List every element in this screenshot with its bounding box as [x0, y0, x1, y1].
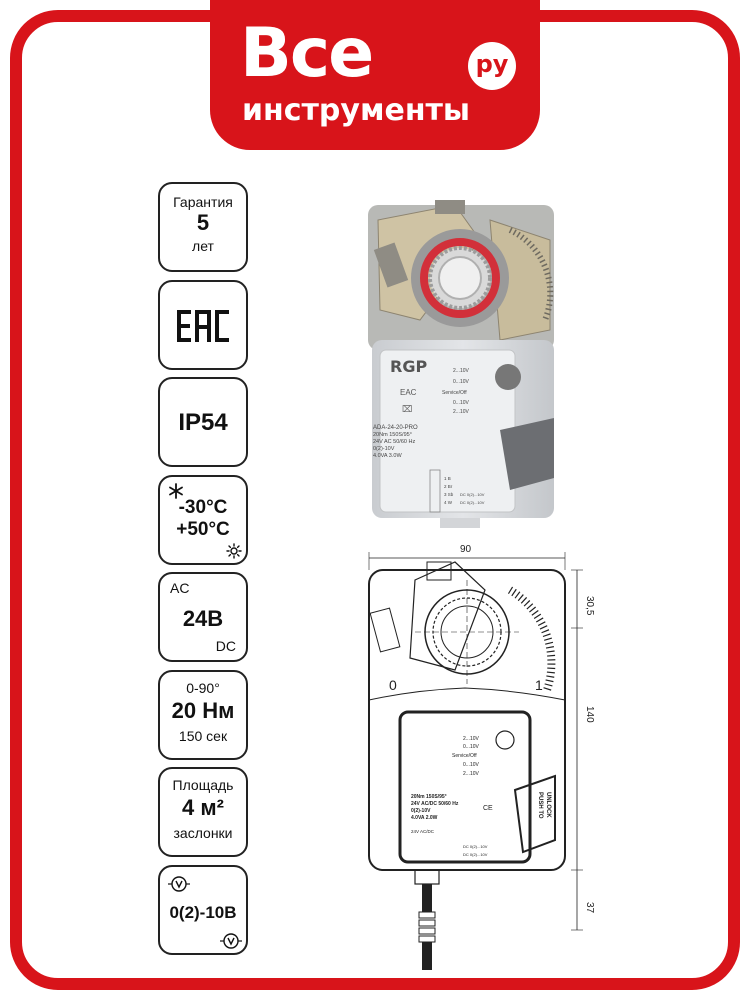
logo-line1: Все — [240, 14, 374, 93]
switch-label-5: 2...10V — [453, 409, 470, 415]
drw-switch-5: 2...10V — [463, 771, 480, 777]
drw-unlock-lever — [513, 774, 556, 854]
drw-supply: 24V AC/DC — [411, 829, 435, 834]
product-spec1: 20Nm 150S/95° — [373, 432, 412, 438]
dim-width: 90 — [460, 544, 472, 555]
drw-spec2: 24V AC/DC 50/60 Hz — [411, 801, 459, 807]
product-brand: RGP — [390, 357, 427, 376]
voltage-dc: DC — [215, 638, 236, 654]
drw-switch-4: 0...10V — [463, 762, 480, 768]
product-spec3: 0(2)-10V — [373, 446, 395, 452]
warranty-badge: Гарантия 5 лет — [158, 182, 248, 272]
torque-value: 20 Нм — [171, 698, 235, 723]
warranty-unit: лет — [192, 238, 214, 254]
control-signal-badge: 0(2)-10В — [158, 865, 248, 955]
drw-switch-3: Service/Off — [452, 753, 477, 759]
waste-bin-icon: ⌧ — [402, 404, 412, 414]
temp-min: -30°C — [178, 497, 228, 518]
drw-spec1: 20Nm 150S/95° — [411, 794, 447, 800]
switch-label-4: 0...10V — [453, 400, 470, 406]
snowflake-icon — [169, 483, 183, 499]
drw-terminal-note-2: DC 0(2)...10V — [463, 852, 488, 857]
terminal-4: 4 W — [444, 500, 453, 505]
drw-spec4: 4.0VA 2.0W — [411, 815, 438, 821]
product-model: ADA-24-20-PRO — [373, 425, 418, 431]
run-time: 150 сек — [178, 728, 228, 744]
drw-switch-2: 0...10V — [463, 744, 480, 750]
area-unit: заслонки — [173, 825, 233, 841]
drw-terminal-note-1: DC 0(2)...10V — [463, 844, 488, 849]
ce-mark-icon: CE — [483, 805, 493, 812]
terminal-note-2: DC 0(2)...10V — [460, 500, 485, 505]
voltage-value: 24В — [182, 606, 224, 631]
drw-push-1: PUSH TO — [537, 792, 543, 819]
actuator-photo: RGP EAC ⌧ ADA-24-20-PRO 20Nm 150S/95° 24… — [368, 200, 554, 528]
dim-cable: 37 — [584, 902, 595, 914]
drw-selector-knob — [495, 730, 515, 750]
dim-top: 30,5 — [584, 596, 595, 616]
brand-logo[interactable]: Все инструменты ру — [210, 0, 540, 150]
logo-ru-badge: ру — [468, 42, 516, 90]
ip-rating-badge: IP54 — [158, 377, 248, 467]
warranty-label: Гарантия — [173, 194, 233, 210]
switch-label-2: 0...10V — [453, 379, 470, 385]
area-label: Площадь — [172, 777, 234, 793]
product-spec2: 24V AC 50/60 Hz — [373, 439, 415, 445]
product-cert: EAC — [400, 388, 417, 397]
manual-release-button[interactable] — [500, 418, 554, 490]
terminal-note-1: DC 0(2)...10V — [460, 492, 485, 497]
eac-mark-icon — [177, 310, 229, 342]
sun-icon — [226, 543, 242, 559]
eac-badge — [158, 280, 248, 370]
drw-push-2: UNLOCK — [545, 792, 551, 818]
voltmeter-icon — [168, 876, 190, 892]
torque-badge: 0-90° 20 Нм 150 сек — [158, 670, 248, 760]
terminal-3: 3 Sb — [444, 492, 454, 497]
voltage-ac: AC — [170, 580, 190, 596]
signal-value: 0(2)-10В — [169, 903, 237, 922]
logo-line2: инструменты — [242, 93, 471, 128]
terminal-2: 2 Br — [444, 484, 453, 489]
scale-one: 1 — [535, 677, 543, 693]
voltage-badge: AC 24В DC — [158, 572, 248, 662]
mode-selector-knob[interactable] — [495, 364, 521, 390]
switch-label-1: 2...10V — [453, 368, 470, 374]
switch-label-3: Service/Off — [442, 390, 467, 396]
area-value: 4 м² — [182, 795, 224, 820]
terminal-1: 1 B — [444, 476, 451, 481]
red-clamp-ring — [420, 238, 500, 318]
dimension-drawing: 90 30,5 140 37 0 1 2...10V 0...10V Servi… — [368, 544, 595, 970]
dim-height: 140 — [584, 706, 595, 723]
scale-zero: 0 — [389, 677, 397, 693]
ip-rating-value: IP54 — [178, 409, 228, 436]
warranty-value: 5 — [196, 210, 210, 235]
temp-max: +50°C — [176, 519, 230, 540]
product-spec4: 4.0VA 3.0W — [373, 453, 402, 459]
voltmeter-icon — [220, 933, 242, 949]
damper-area-badge: Площадь 4 м² заслонки — [158, 767, 248, 857]
drw-switch-1: 2...10V — [463, 736, 480, 742]
drw-spec3: 0(2)-10V — [411, 808, 431, 814]
rotation-angle: 0-90° — [186, 680, 220, 696]
temperature-badge: -30°C +50°C — [158, 475, 248, 565]
